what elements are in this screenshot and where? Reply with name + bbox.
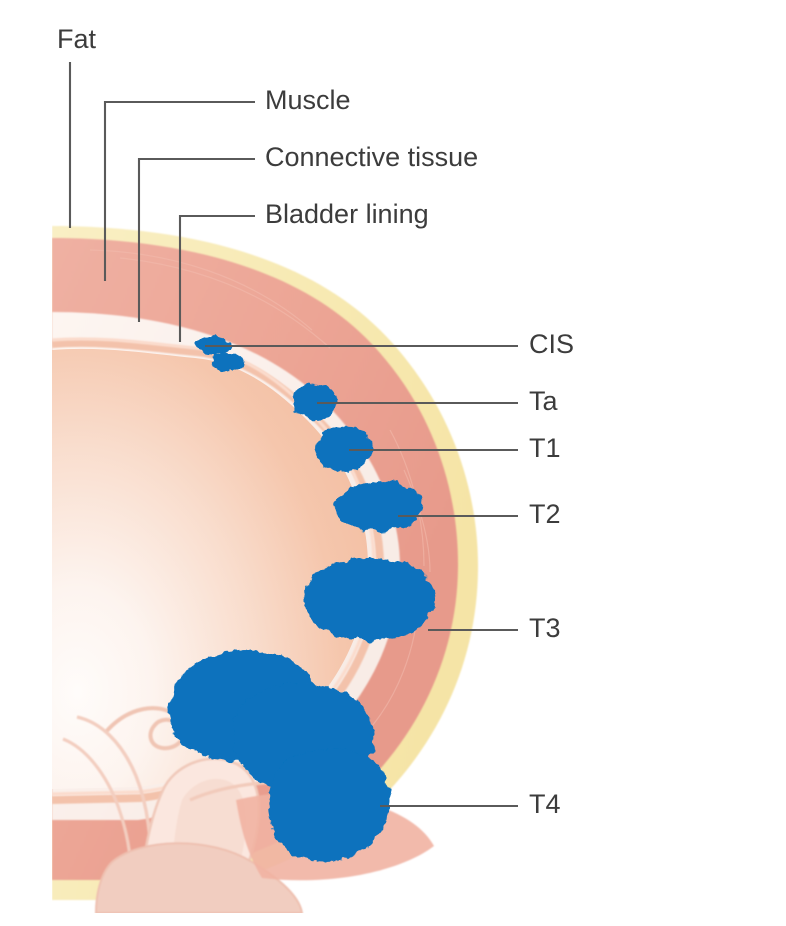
label-connective-tissue: Connective tissue bbox=[265, 142, 478, 172]
leader-connective-tissue bbox=[137, 157, 255, 322]
leader-lines bbox=[68, 62, 518, 808]
label-cis: CIS bbox=[529, 329, 574, 359]
tumor-t3 bbox=[304, 558, 436, 641]
label-t2: T2 bbox=[529, 499, 561, 529]
tumor-t2 bbox=[334, 481, 423, 532]
leader-muscle bbox=[103, 100, 255, 281]
tumor-t1 bbox=[315, 426, 373, 472]
label-t4: T4 bbox=[529, 789, 561, 819]
label-ta: Ta bbox=[529, 386, 559, 416]
bladder-illustration bbox=[52, 226, 479, 913]
label-t1: T1 bbox=[529, 433, 561, 463]
leader-bladder-lining bbox=[178, 214, 255, 342]
label-bladder-lining: Bladder lining bbox=[265, 199, 429, 229]
label-t3: T3 bbox=[529, 613, 561, 643]
tumor-ta bbox=[293, 383, 337, 421]
tumor-t4 bbox=[168, 650, 391, 862]
label-texts: Fat Muscle Connective tissue Bladder lin… bbox=[57, 24, 574, 819]
label-muscle: Muscle bbox=[265, 85, 351, 115]
ureter-loop bbox=[103, 706, 186, 751]
label-fat: Fat bbox=[57, 24, 97, 54]
